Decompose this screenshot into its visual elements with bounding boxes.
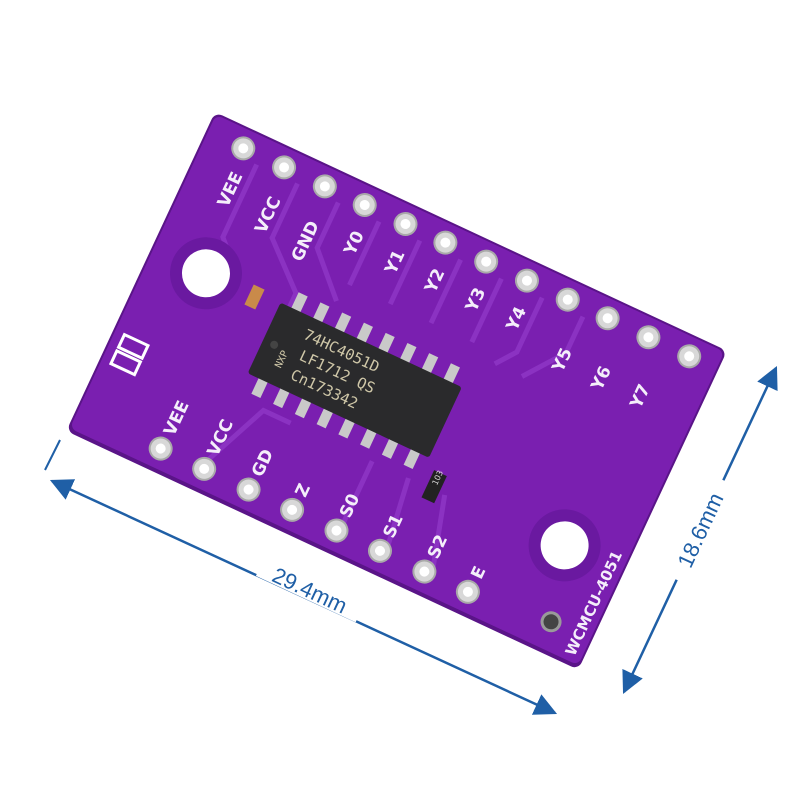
- mounting-hole: [540, 521, 589, 570]
- test-pad: [540, 611, 562, 633]
- top-header-pins: [231, 136, 702, 369]
- mounting-hole: [181, 249, 230, 298]
- capacitor: [244, 284, 265, 310]
- solder-jumper: [116, 332, 151, 361]
- height-dimension: 18.6mm: [622, 365, 778, 695]
- ic-chip: 74HC4051D LF1712 QS Cn173342 NXP: [248, 292, 461, 469]
- resistor: 103: [421, 469, 447, 504]
- pcb-board: 74HC4051D LF1712 QS Cn173342 NXP 103: [68, 114, 725, 668]
- width-dimension: 29.4mm: [44, 439, 558, 715]
